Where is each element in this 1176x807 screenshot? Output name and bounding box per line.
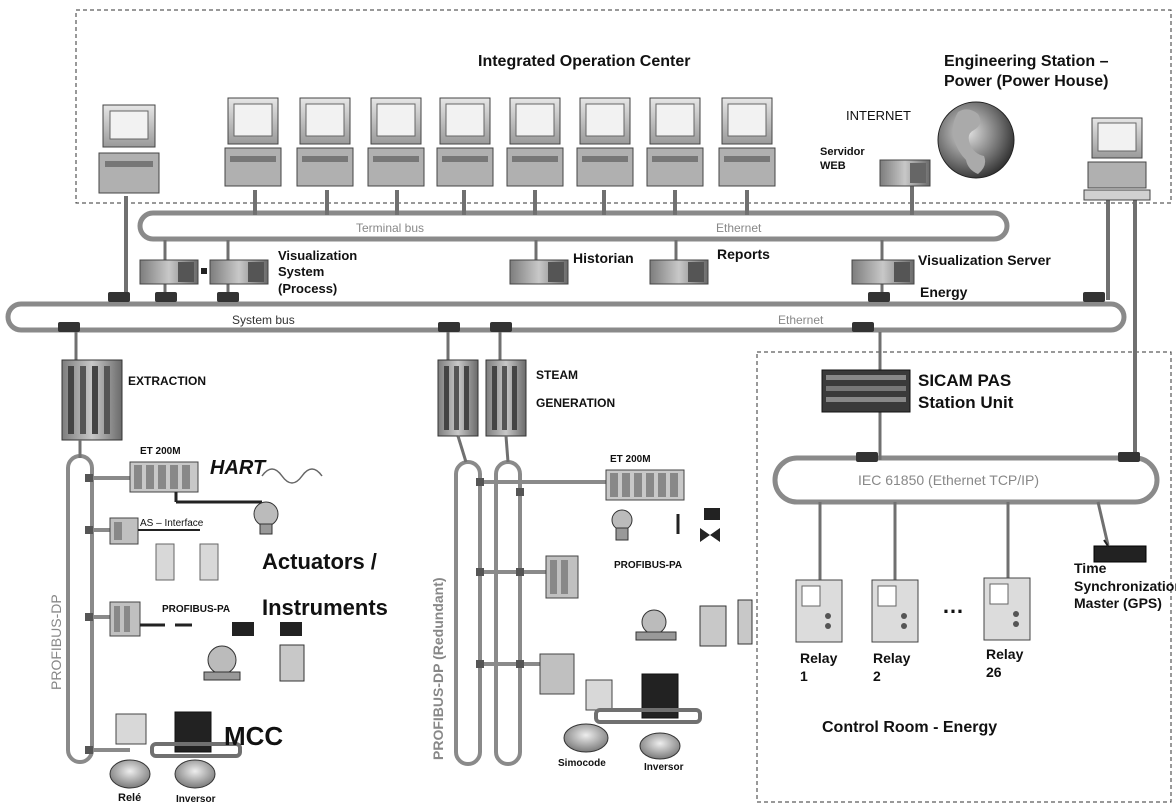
plc-extraction <box>61 359 123 441</box>
engineering-station-title: Engineering Station – Power (Power House… <box>944 53 1109 90</box>
plc-steam-b <box>485 359 527 437</box>
pa-coupler-mid <box>545 555 579 599</box>
hart-logo: HART <box>210 457 266 479</box>
relay-2-device <box>871 579 919 643</box>
workstation-8 <box>646 97 704 187</box>
extraction-label: EXTRACTION <box>128 374 206 388</box>
operator-workstations <box>98 97 1151 201</box>
profibus-left-branches <box>92 476 130 752</box>
inversor-left-label: Inversor <box>176 794 216 805</box>
system-ethernet-label: Ethernet <box>778 313 824 327</box>
steam-label: STEAM <box>536 368 578 382</box>
as-i-devices <box>155 543 219 581</box>
workstation-2 <box>224 97 282 187</box>
relay-2-label: Relay 2 <box>873 650 911 684</box>
as-interface-label: AS – Interface <box>140 518 204 529</box>
mcc-devices-mid <box>539 653 702 760</box>
iec61850-label: IEC 61850 (Ethernet TCP/IP) <box>858 472 1040 488</box>
relay-26-device <box>983 577 1031 641</box>
as-interface-module <box>109 517 139 545</box>
workstation-6 <box>506 97 564 187</box>
plc-steam-a <box>437 359 479 437</box>
reports-label: Reports <box>717 246 770 262</box>
relay-1-label: Relay 1 <box>800 650 838 684</box>
time-sync-label: Time Synchronization Master (GPS) <box>1074 560 1176 611</box>
mcc-devices-left <box>109 711 242 789</box>
profibus-mid-nodes <box>476 478 524 668</box>
profibus-dp-loop-left <box>66 454 94 764</box>
actuators-label: Actuators / <box>262 549 377 574</box>
field-instruments-mid <box>635 599 753 647</box>
profibus-dp-loop-mid-a <box>454 460 482 766</box>
gps-time-sync-device <box>1093 539 1147 563</box>
sicam-label-line1: SICAM PAS <box>918 371 1012 390</box>
system-bus-label: System bus <box>232 313 295 327</box>
profibus-pa-left-label: PROFIBUS-PA <box>162 604 231 615</box>
web-server-label: Servidor WEB <box>820 146 865 172</box>
relay-ellipsis: … <box>942 593 964 618</box>
operation-center-title: Integrated Operation Center <box>478 53 691 70</box>
profibus-pa-mid-label: PROFIBUS-PA <box>614 560 683 571</box>
workstation-7 <box>576 97 634 187</box>
visualization-server-label: Visualization Server <box>918 252 1051 268</box>
inversor-mid-label: Inversor <box>644 762 684 773</box>
et200m-left-label: ET 200M <box>140 446 181 457</box>
sicam-station-unit <box>821 369 911 413</box>
historian-label: Historian <box>573 250 634 266</box>
generation-label: GENERATION <box>536 396 616 410</box>
system-bus <box>5 301 1127 333</box>
profibus-mid-branches <box>480 480 606 666</box>
et200m-mid <box>605 469 685 501</box>
profibus-dp-redundant-label: PROFIBUS-DP (Redundant) <box>430 577 446 760</box>
workstation-4 <box>367 97 425 187</box>
profibus-dp-label: PROFIBUS-DP <box>48 594 64 690</box>
workstation-5 <box>436 97 494 187</box>
visualization-system-label: Visualization System (Process) <box>278 248 358 296</box>
transmitter-icon <box>253 501 279 535</box>
rele-label: Relé <box>118 792 142 804</box>
profibus-left-nodes <box>85 474 93 754</box>
hart-wave-icon <box>261 468 323 484</box>
transmitter-mid <box>611 509 633 541</box>
energy-label: Energy <box>920 284 968 300</box>
internet-label: INTERNET <box>846 108 911 123</box>
et200m-left <box>129 461 199 493</box>
et200m-mid-label: ET 200M <box>610 454 651 465</box>
profibus-dp-loop-mid-b <box>494 460 522 766</box>
relay-1-device <box>795 579 843 643</box>
workstation-1 <box>98 104 160 194</box>
control-room-label: Control Room - Energy <box>822 719 998 736</box>
visualization-servers <box>139 259 915 285</box>
operation-center-zone <box>75 9 1172 204</box>
network-switches <box>58 292 1140 462</box>
engineering-workstation <box>1083 117 1151 201</box>
valve-icon <box>700 508 720 542</box>
relay-26-label: Relay 26 <box>986 646 1024 680</box>
pa-coupler-left <box>109 601 141 637</box>
control-room-zone <box>756 351 1172 803</box>
workstation-3 <box>296 97 354 187</box>
relay-wires <box>818 501 1110 580</box>
globe-icon <box>937 101 1015 179</box>
sicam-label-line2: Station Unit <box>918 393 1014 412</box>
simocode-label: Simocode <box>558 758 606 769</box>
field-instruments-left <box>203 622 305 682</box>
mcc-label: MCC <box>224 721 284 751</box>
instruments-label: Instruments <box>262 595 388 620</box>
iec61850-bus <box>772 455 1160 505</box>
terminal-ethernet-label: Ethernet <box>716 221 762 235</box>
web-server <box>879 159 931 187</box>
workstation-9 <box>718 97 776 187</box>
terminal-bus-label: Terminal bus <box>356 221 425 235</box>
terminal-bus <box>137 210 1010 242</box>
pc-wires <box>124 185 1137 460</box>
